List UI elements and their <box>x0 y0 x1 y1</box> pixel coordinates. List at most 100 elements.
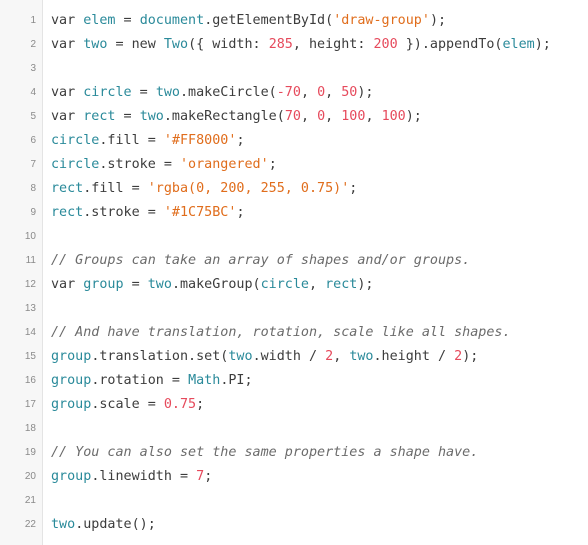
code-text: }).appendTo( <box>397 37 503 52</box>
line-number: 3 <box>30 63 36 74</box>
line-number: 5 <box>30 111 36 122</box>
code-text: ; <box>236 133 245 148</box>
identifier-token: group <box>51 349 92 364</box>
identifier-token: circle <box>260 277 309 292</box>
code-text: = <box>123 277 148 292</box>
code-line: 14 // And have translation, rotation, sca… <box>0 321 588 345</box>
code-line: 5 var rect = two.makeRectangle(70, 0, 100… <box>0 105 588 129</box>
line-number: 18 <box>24 423 36 434</box>
code-line: 1 var elem = document.getElementById('dra… <box>0 9 588 33</box>
identifier-token: circle <box>51 133 100 148</box>
code-text: .stroke = <box>99 157 180 172</box>
line-source: var circle = two.makeCircle(-70, 0, 50); <box>51 81 374 105</box>
code-text: ); <box>357 85 374 100</box>
line-source: group.rotation = Math.PI; <box>51 369 253 393</box>
line-source: var elem = document.getElementById('draw… <box>51 9 446 33</box>
line-number: 19 <box>24 447 36 458</box>
line-number: 1 <box>30 15 36 26</box>
code-line: 13 <box>0 297 588 321</box>
code-text: = <box>115 109 140 124</box>
number-token: 0 <box>317 85 326 100</box>
identifier-token: two <box>147 277 172 292</box>
code-text: = <box>131 85 156 100</box>
identifier-token: elem <box>83 13 116 28</box>
identifier-token: group <box>83 277 124 292</box>
number-token: -70 <box>276 85 301 100</box>
number-token: 100 <box>381 109 406 124</box>
number-token: 70 <box>284 109 301 124</box>
line-number: 20 <box>24 471 36 482</box>
line-number: 21 <box>24 495 36 506</box>
line-number: 10 <box>24 231 36 242</box>
line-number: 16 <box>24 375 36 386</box>
code-text: , <box>309 277 326 292</box>
code-text: .makeRectangle( <box>163 109 285 124</box>
identifier-token: elem <box>502 37 535 52</box>
line-source: rect.fill = 'rgba(0, 200, 255, 0.75)'; <box>51 177 357 201</box>
code-line: 22 two.update(); <box>0 513 588 537</box>
code-text: ); <box>405 109 422 124</box>
number-token: 2 <box>454 349 463 364</box>
line-source: two.update(); <box>51 513 156 537</box>
identifier-token: two <box>155 85 180 100</box>
code-text: ; <box>196 397 205 412</box>
line-number: 6 <box>30 135 36 146</box>
line-number: 11 <box>25 255 36 266</box>
identifier-token: group <box>51 397 92 412</box>
line-source: circle.fill = '#FF8000'; <box>51 129 245 153</box>
comment-token: // And have translation, rotation, scale… <box>51 325 511 340</box>
line-source: group.linewidth = 7; <box>51 465 212 489</box>
line-number: 22 <box>24 519 36 530</box>
code-text: var <box>51 109 84 124</box>
line-source: // Groups can take an array of shapes an… <box>51 249 470 273</box>
code-text: .PI; <box>220 373 253 388</box>
number-token: 100 <box>341 109 366 124</box>
line-source: var rect = two.makeRectangle(70, 0, 100,… <box>51 105 422 129</box>
number-token: 285 <box>268 37 293 52</box>
number-token: 50 <box>341 85 358 100</box>
identifier-token: two <box>51 517 76 532</box>
code-line: 16 group.rotation = Math.PI; <box>0 369 588 393</box>
code-line: 11 // Groups can take an array of shapes … <box>0 249 588 273</box>
code-text: .stroke = <box>83 205 164 220</box>
code-text: .makeCircle( <box>180 85 277 100</box>
line-number: 14 <box>24 327 36 338</box>
line-number: 7 <box>30 159 36 170</box>
code-text: .fill = <box>83 181 148 196</box>
code-text: var <box>51 85 84 100</box>
code-text: ; <box>268 157 277 172</box>
line-number: 4 <box>30 87 36 98</box>
code-text: var <box>51 277 84 292</box>
code-text: .width / <box>252 349 326 364</box>
code-line: 15 group.translation.set(two.width / 2, t… <box>0 345 588 369</box>
line-number: 9 <box>30 207 36 218</box>
identifier-token: circle <box>83 85 132 100</box>
line-number: 15 <box>24 351 36 362</box>
code-text: .scale = <box>91 397 164 412</box>
identifier-token: two <box>139 109 164 124</box>
code-text: .fill = <box>99 133 164 148</box>
line-number: 13 <box>24 303 36 314</box>
identifier-token: rect <box>83 109 116 124</box>
code-text: , <box>365 109 382 124</box>
code-text: = <box>115 13 140 28</box>
identifier-token: document <box>139 13 205 28</box>
code-line: 10 <box>0 225 588 249</box>
code-text: ; <box>349 181 358 196</box>
code-text: , <box>325 85 342 100</box>
code-line: 3 <box>0 57 588 81</box>
code-line: 19 // You can also set the same propertie… <box>0 441 588 465</box>
string-token: 'orangered' <box>180 157 269 172</box>
code-text: .height / <box>373 349 455 364</box>
identifier-token: two <box>228 349 253 364</box>
code-text: ; <box>204 469 213 484</box>
identifier-token: Two <box>163 37 189 52</box>
identifier-token: two <box>83 37 108 52</box>
code-text: ); <box>357 277 374 292</box>
comment-token: // You can also set the same properties … <box>51 445 479 460</box>
line-source: group.translation.set(two.width / 2, two… <box>51 345 478 369</box>
